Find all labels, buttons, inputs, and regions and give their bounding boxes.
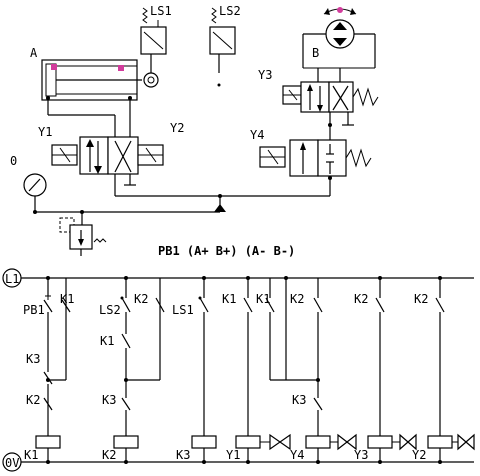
coil-k1-label: K1 [24, 448, 38, 462]
rung-k1 [35, 276, 71, 464]
k1-contact-a: K1 [60, 292, 74, 306]
rung-y4 [265, 276, 357, 464]
coil-y4-label: Y4 [290, 448, 304, 462]
cylinder-a [41, 59, 159, 101]
cylinder-label: A [30, 46, 38, 60]
k3-contact-c: K3 [292, 393, 306, 407]
rung-y1 [235, 276, 291, 464]
ls1-contact-label: LS1 [172, 303, 194, 317]
k2-contact-d: K2 [414, 292, 428, 306]
y1-label: Y1 [38, 125, 52, 139]
y4-top-label: Y4 [250, 128, 264, 142]
coil-k2-label: K2 [102, 448, 116, 462]
ls2-label: LS2 [219, 4, 241, 18]
valve-y3 [282, 67, 379, 127]
k2-contact-c: K2 [354, 292, 368, 306]
motor-label: B [312, 46, 319, 60]
y3-top-label: Y3 [258, 68, 272, 82]
gauge-label: 0 [10, 154, 17, 168]
cylinder-marker-right [118, 65, 124, 71]
valve-y1-y2 [51, 136, 164, 186]
cylinder-marker-left [51, 64, 57, 70]
k3-contact-a: K3 [26, 352, 40, 366]
pump [214, 194, 226, 212]
rung-y3 [367, 276, 417, 464]
pb1-label: PB1 [23, 303, 45, 317]
valve-y4 [259, 125, 372, 196]
k1-contact-c: K1 [256, 292, 270, 306]
relief-valve [35, 210, 220, 256]
motor-b [302, 7, 376, 68]
ls2-contact-label: LS2 [99, 303, 121, 317]
k1-contact-b: K1 [222, 292, 236, 306]
k1-contact-d: K1 [100, 334, 114, 348]
rail-l1 [2, 268, 474, 288]
k3-contact-b: K3 [102, 393, 116, 407]
rung-k2 [113, 276, 165, 464]
k2-contact-e: K2 [26, 393, 40, 407]
pressure-gauge [23, 173, 47, 214]
k2-contact-b: K2 [290, 292, 304, 306]
rung-y2 [427, 276, 475, 464]
y2-label: Y2 [170, 121, 184, 135]
limit-switch-ls1 [140, 7, 167, 73]
rail-0v-label: 0V [5, 456, 19, 470]
k2-contact-a: K2 [134, 292, 148, 306]
ls1-label: LS1 [150, 4, 172, 18]
coil-k3-label: K3 [176, 448, 190, 462]
coil-y2-label: Y2 [412, 448, 426, 462]
hydraulic-lines-left [47, 98, 330, 197]
coil-y3-label: Y3 [354, 448, 368, 462]
sequence-label: PB1 (A+ B+) (A- B-) [158, 244, 295, 258]
limit-switch-ls2 [209, 7, 236, 87]
rail-l1-label: L1 [5, 272, 19, 286]
coil-y1-label: Y1 [226, 448, 240, 462]
rung-k3 [191, 276, 217, 464]
